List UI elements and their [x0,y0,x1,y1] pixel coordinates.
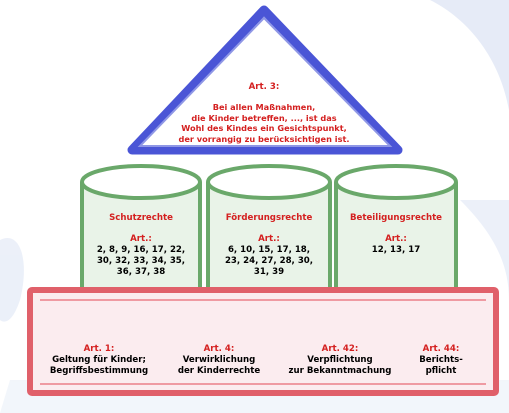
base-1-text: Geltung für Kinder; Begriffsbestimmung [49,355,149,376]
pillar-2-art-label: Art.: [258,234,280,244]
base-platform [27,287,499,396]
pillar-1-articles: 2, 8, 9, 16, 17, 22, 30, 32, 33, 34, 35,… [96,245,186,277]
roof-article-label: Art. 3: [248,82,280,92]
base-3-text: Verpflichtung zur Bekanntmachung [288,355,392,376]
roof-triangle [127,5,403,155]
pillar-3-articles: 12, 13, 17 [371,245,421,255]
base-3-article: Art. 42: [321,344,359,354]
base-1-article: Art. 1: [83,344,115,354]
pillar-1-title: Schutzrechte [109,213,173,223]
pillar-1-art-label: Art.: [130,234,152,244]
base-4-text: Berichts- pflicht [419,355,463,376]
pillar-foerderungsrechte-shape [206,164,332,309]
base-2-text: Verwirklichung der Kinderrechte [177,355,261,376]
pillar-schutzrechte-shape [80,164,202,308]
pillar-3-art-label: Art.: [385,234,407,244]
base-4-article: Art. 44: [422,344,460,354]
pillar-2-articles: 6, 10, 15, 17, 18, 23, 24, 27, 28, 30, 3… [224,245,314,277]
base-2-article: Art. 4: [203,344,235,354]
roof-text: Bei allen Maßnahmen, die Kinder betreffe… [178,102,350,144]
pillar-3-title: Beteiligungsrechte [349,213,443,223]
pillar-2-title: Förderungsrechte [225,213,313,223]
